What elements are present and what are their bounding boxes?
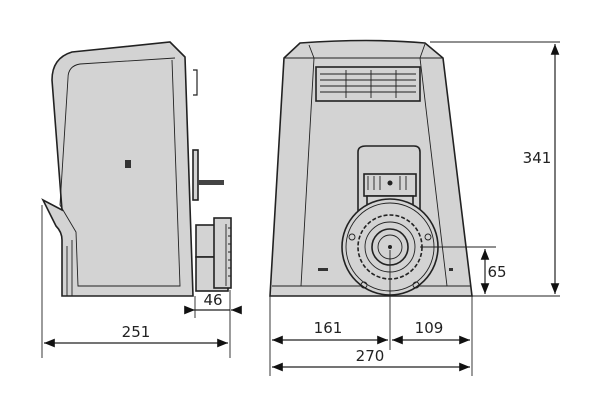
label-icon [125,160,131,168]
gear-axis [388,245,392,249]
front-view [269,39,473,297]
dim-label-65: 65 [487,263,506,281]
dim-label-341: 341 [523,149,552,167]
vent-grille [315,66,421,102]
dim-label-161: 161 [314,319,343,337]
bolt [198,180,224,185]
gear-side [213,217,232,289]
dim-label-251: 251 [122,323,151,341]
side-housing [41,41,194,297]
side-bracket [192,149,199,201]
front-dimensions: 341 65 161 109 270 [269,41,560,376]
dim-label-270: 270 [356,347,385,365]
dim-label-46: 46 [203,291,222,309]
side-dimensions: 251 46 [41,205,242,358]
side-view [41,41,232,297]
dim-label-109: 109 [415,319,444,337]
